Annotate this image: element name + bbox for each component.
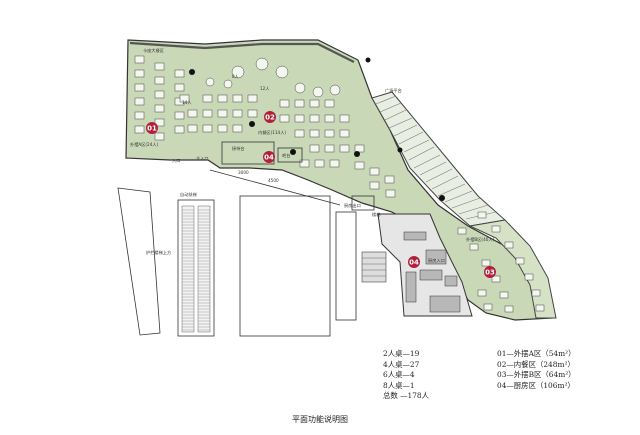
- kitchen-stair-hatch: [361, 251, 387, 283]
- kitchen-exit-label: 厨房出口: [344, 202, 361, 209]
- legend-table-8: 8人桌—1: [383, 380, 415, 390]
- main-entrance-label: 主入口: [196, 155, 209, 161]
- structural-columns: [189, 57, 445, 201]
- reception-label: 接待台: [232, 145, 245, 152]
- stair-right-label: 楼梯: [372, 211, 380, 218]
- figure-caption: 平面功能说明图: [292, 415, 348, 424]
- marker-04-kitchen-num: 04: [409, 259, 419, 267]
- plaza-terrace-label: 广场平台: [385, 87, 402, 94]
- curtain-wall: [129, 41, 355, 63]
- zone-marker-03: 03: [484, 266, 496, 278]
- inner-hall-label: 内餐区(114人): [258, 129, 286, 136]
- legend-table-6: 6人桌—4: [383, 370, 415, 380]
- outer-a-tables: [134, 55, 185, 141]
- marker-03-num: 03: [485, 269, 495, 277]
- legend-zone-03: 03—外摆B区（64m²）: [497, 370, 576, 380]
- outer-b-tables: [457, 211, 545, 313]
- inner-hall-tables: [179, 94, 396, 198]
- zone-marker-01: 01: [146, 122, 158, 134]
- zone-marker-02: 02: [264, 111, 276, 123]
- zone-legend: 01—外摆A区（54m²） 02—内餐区（248m²） 03—外摆B区（64m²…: [497, 349, 632, 391]
- marker-04-entrance-num: 04: [264, 154, 274, 162]
- table-count-legend: 2人桌—19 4人桌—27 6人桌—4 8人桌—1 总数 —178人: [383, 349, 493, 402]
- entrance-structure: [209, 141, 375, 211]
- marker-01-num: 01: [147, 125, 157, 133]
- escalator-label: 自动扶梯: [180, 191, 197, 198]
- top-left-label: 卡座大餐区: [143, 47, 164, 54]
- bar-label: 吧台: [282, 152, 290, 159]
- dim-mid-label: 4500: [268, 178, 279, 183]
- legend-zone-01: 01—外摆A区（54m²）: [497, 349, 576, 358]
- escalator-steps: [181, 205, 211, 333]
- steps-label: 护栏楼梯上方: [146, 249, 171, 256]
- dim-top-label: 3000: [238, 170, 249, 175]
- zone-marker-04-entrance: 04: [263, 151, 275, 163]
- outer-a-label: 外摆A区(24人): [130, 141, 159, 148]
- kitchen-equipment: [403, 231, 461, 313]
- side-entrance-label: 入口: [172, 158, 180, 163]
- zone-marker-04-kitchen: 04: [408, 256, 420, 268]
- kitchen-area: [377, 213, 473, 317]
- outer-b-label: 外摆B区(40人): [466, 236, 495, 243]
- seats-12-label: 12人: [260, 86, 270, 91]
- legend-zone-04: 04—厨房区（106m²）: [497, 380, 575, 390]
- legend-table-2: 2人桌—19: [383, 349, 420, 358]
- marker-02-num: 02: [265, 114, 275, 122]
- lower-structures: [117, 187, 357, 337]
- legend-table-4: 4人桌—27: [383, 359, 420, 369]
- kitchen-entry-label: 厨房入口: [428, 257, 445, 264]
- seats-14-label: 14人: [182, 100, 192, 105]
- round-tables: [205, 57, 341, 98]
- seats-8-label: 8人: [232, 74, 240, 79]
- legend-total: 总数 —178人: [383, 391, 430, 401]
- legend-zone-02: 02—内餐区（248m²）: [497, 359, 575, 369]
